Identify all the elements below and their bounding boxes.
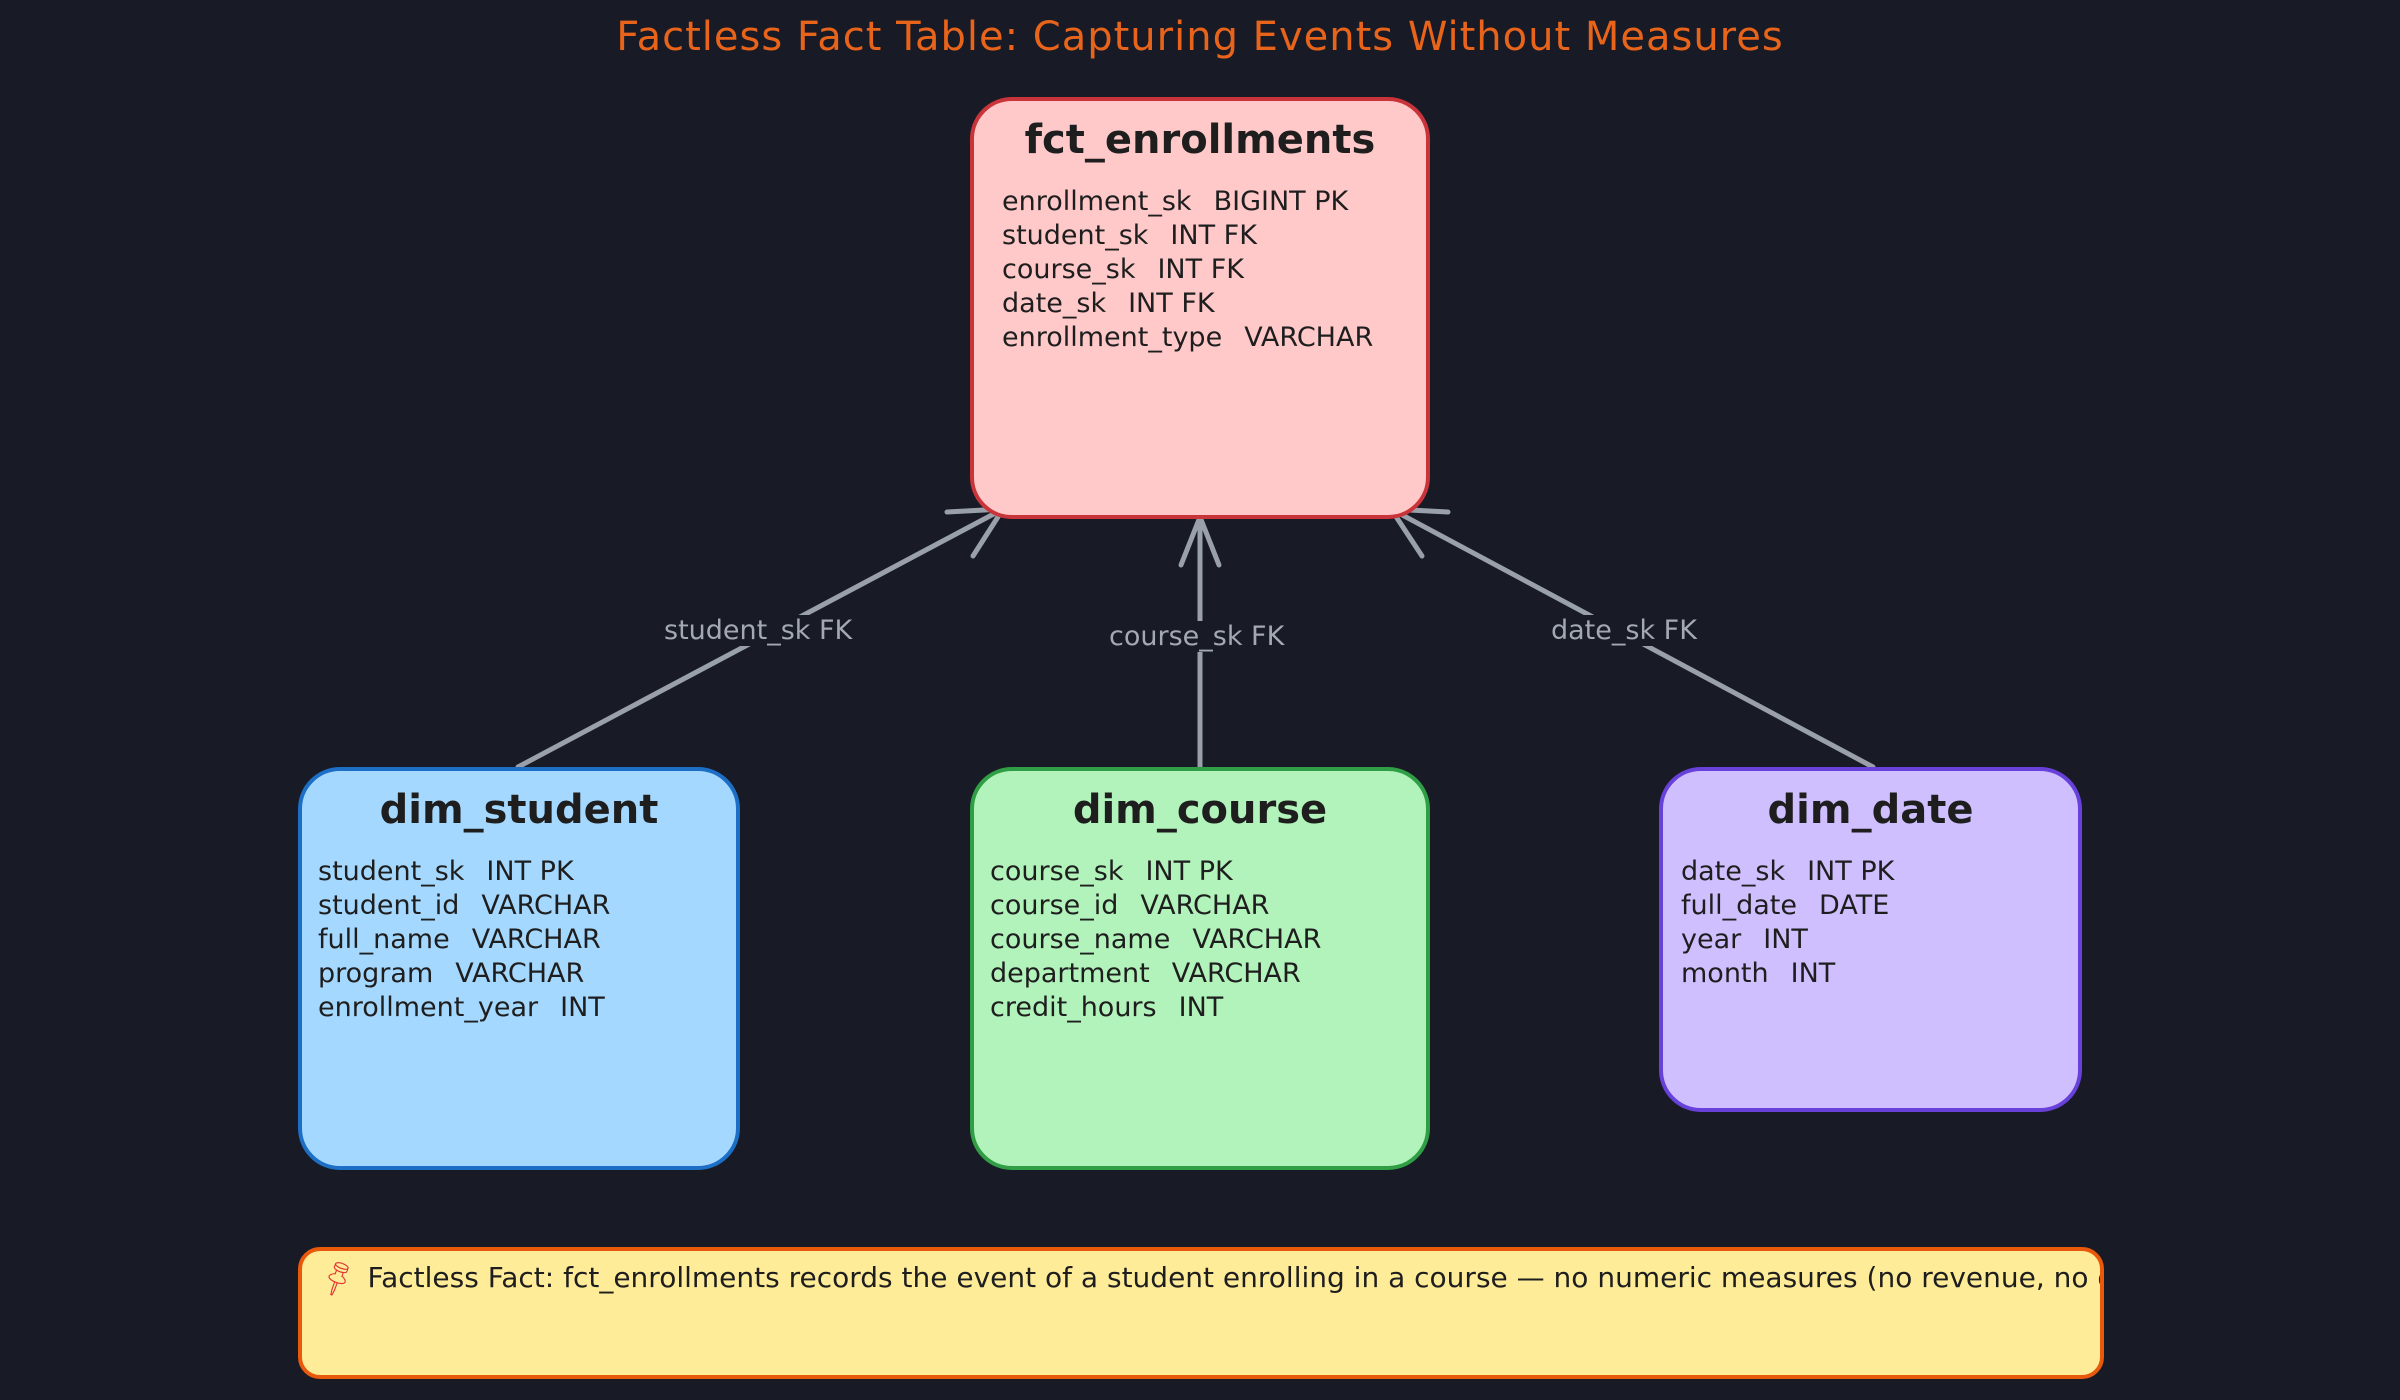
table-title: dim_date bbox=[1767, 787, 1974, 833]
column-type: INT PK bbox=[486, 856, 574, 887]
column-row: date_sk INT FK bbox=[1002, 287, 1426, 321]
column-name: student_sk bbox=[1002, 220, 1149, 251]
column-type: VARCHAR bbox=[1171, 958, 1301, 989]
column-name: course_name bbox=[990, 924, 1171, 955]
column-name: program bbox=[318, 958, 434, 989]
column-row: course_sk INT PK bbox=[990, 855, 1426, 889]
column-name: enrollment_year bbox=[318, 992, 539, 1023]
column-type: VARCHAR bbox=[481, 890, 611, 921]
column-name: course_sk bbox=[1002, 254, 1136, 285]
column-name: department bbox=[990, 958, 1150, 989]
column-name: student_id bbox=[318, 890, 460, 921]
column-name: credit_hours bbox=[990, 992, 1157, 1023]
column-row: course_name VARCHAR bbox=[990, 923, 1426, 957]
table-title: dim_student bbox=[379, 787, 659, 833]
column-row: student_sk INT FK bbox=[1002, 219, 1426, 253]
pushpin-icon: 📌︎ bbox=[314, 1255, 361, 1300]
column-type: BIGINT PK bbox=[1213, 186, 1349, 217]
table-title: fct_enrollments bbox=[1024, 117, 1376, 163]
column-type: VARCHAR bbox=[1192, 924, 1322, 955]
column-name: year bbox=[1681, 924, 1742, 955]
column-name: month bbox=[1681, 958, 1769, 989]
column-type: INT FK bbox=[1170, 220, 1257, 251]
column-row: year INT bbox=[1681, 923, 2078, 957]
column-type: VARCHAR bbox=[471, 924, 601, 955]
column-type: INT bbox=[1763, 924, 1808, 955]
column-row: enrollment_sk BIGINT PK bbox=[1002, 185, 1426, 219]
column-type: VARCHAR bbox=[1244, 322, 1374, 353]
column-type: INT bbox=[1790, 958, 1836, 989]
column-name: enrollment_sk bbox=[1002, 186, 1192, 217]
column-type: VARCHAR bbox=[1140, 890, 1270, 921]
edge-label-date: date_sk FK bbox=[1545, 615, 1703, 646]
column-name: course_sk bbox=[990, 856, 1124, 887]
column-type: INT bbox=[560, 992, 605, 1023]
column-name: student_sk bbox=[318, 856, 465, 887]
column-row: full_name VARCHAR bbox=[318, 923, 736, 957]
note-text: Factless Fact: fct_enrollments records t… bbox=[367, 1261, 2100, 1294]
fact-table-fct-enrollments: fct_enrollments enrollment_sk BIGINT PK s… bbox=[970, 97, 1430, 519]
edge-label-course: course_sk FK bbox=[1103, 621, 1291, 652]
column-row: full_date DATE bbox=[1681, 889, 2078, 923]
dimension-table-dim-date: dim_date date_sk INT PK full_date DATE yea… bbox=[1659, 767, 2082, 1112]
diagram-title: Factless Fact Table: Capturing Events Wi… bbox=[616, 14, 1784, 60]
column-row: credit_hours INT bbox=[990, 991, 1426, 1025]
column-type: INT PK bbox=[1145, 856, 1233, 887]
column-name: full_date bbox=[1681, 890, 1798, 921]
column-name: full_name bbox=[318, 924, 450, 955]
column-type: INT bbox=[1178, 992, 1224, 1023]
column-type: INT FK bbox=[1128, 288, 1215, 319]
column-type: VARCHAR bbox=[455, 958, 585, 989]
column-row: enrollment_type VARCHAR bbox=[1002, 321, 1426, 355]
column-row: course_sk INT FK bbox=[1002, 253, 1426, 287]
column-row: month INT bbox=[1681, 957, 2078, 991]
column-row: student_id VARCHAR bbox=[318, 889, 736, 923]
column-row: program VARCHAR bbox=[318, 957, 736, 991]
column-type: INT FK bbox=[1157, 254, 1244, 285]
column-type: DATE bbox=[1819, 890, 1890, 921]
column-row: enrollment_year INT bbox=[318, 991, 736, 1025]
column-row: student_sk INT PK bbox=[318, 855, 736, 889]
factless-fact-note: 📌︎Factless Fact: fct_enrollments records… bbox=[298, 1247, 2104, 1379]
column-row: date_sk INT PK bbox=[1681, 855, 2078, 889]
table-title: dim_course bbox=[1072, 787, 1328, 833]
column-name: course_id bbox=[990, 890, 1119, 921]
column-name: enrollment_type bbox=[1002, 322, 1223, 353]
column-name: date_sk bbox=[1681, 856, 1786, 887]
column-row: department VARCHAR bbox=[990, 957, 1426, 991]
edge-label-student: student_sk FK bbox=[658, 615, 859, 646]
column-name: date_sk bbox=[1002, 288, 1107, 319]
column-type: INT PK bbox=[1807, 856, 1895, 887]
column-row: course_id VARCHAR bbox=[990, 889, 1426, 923]
